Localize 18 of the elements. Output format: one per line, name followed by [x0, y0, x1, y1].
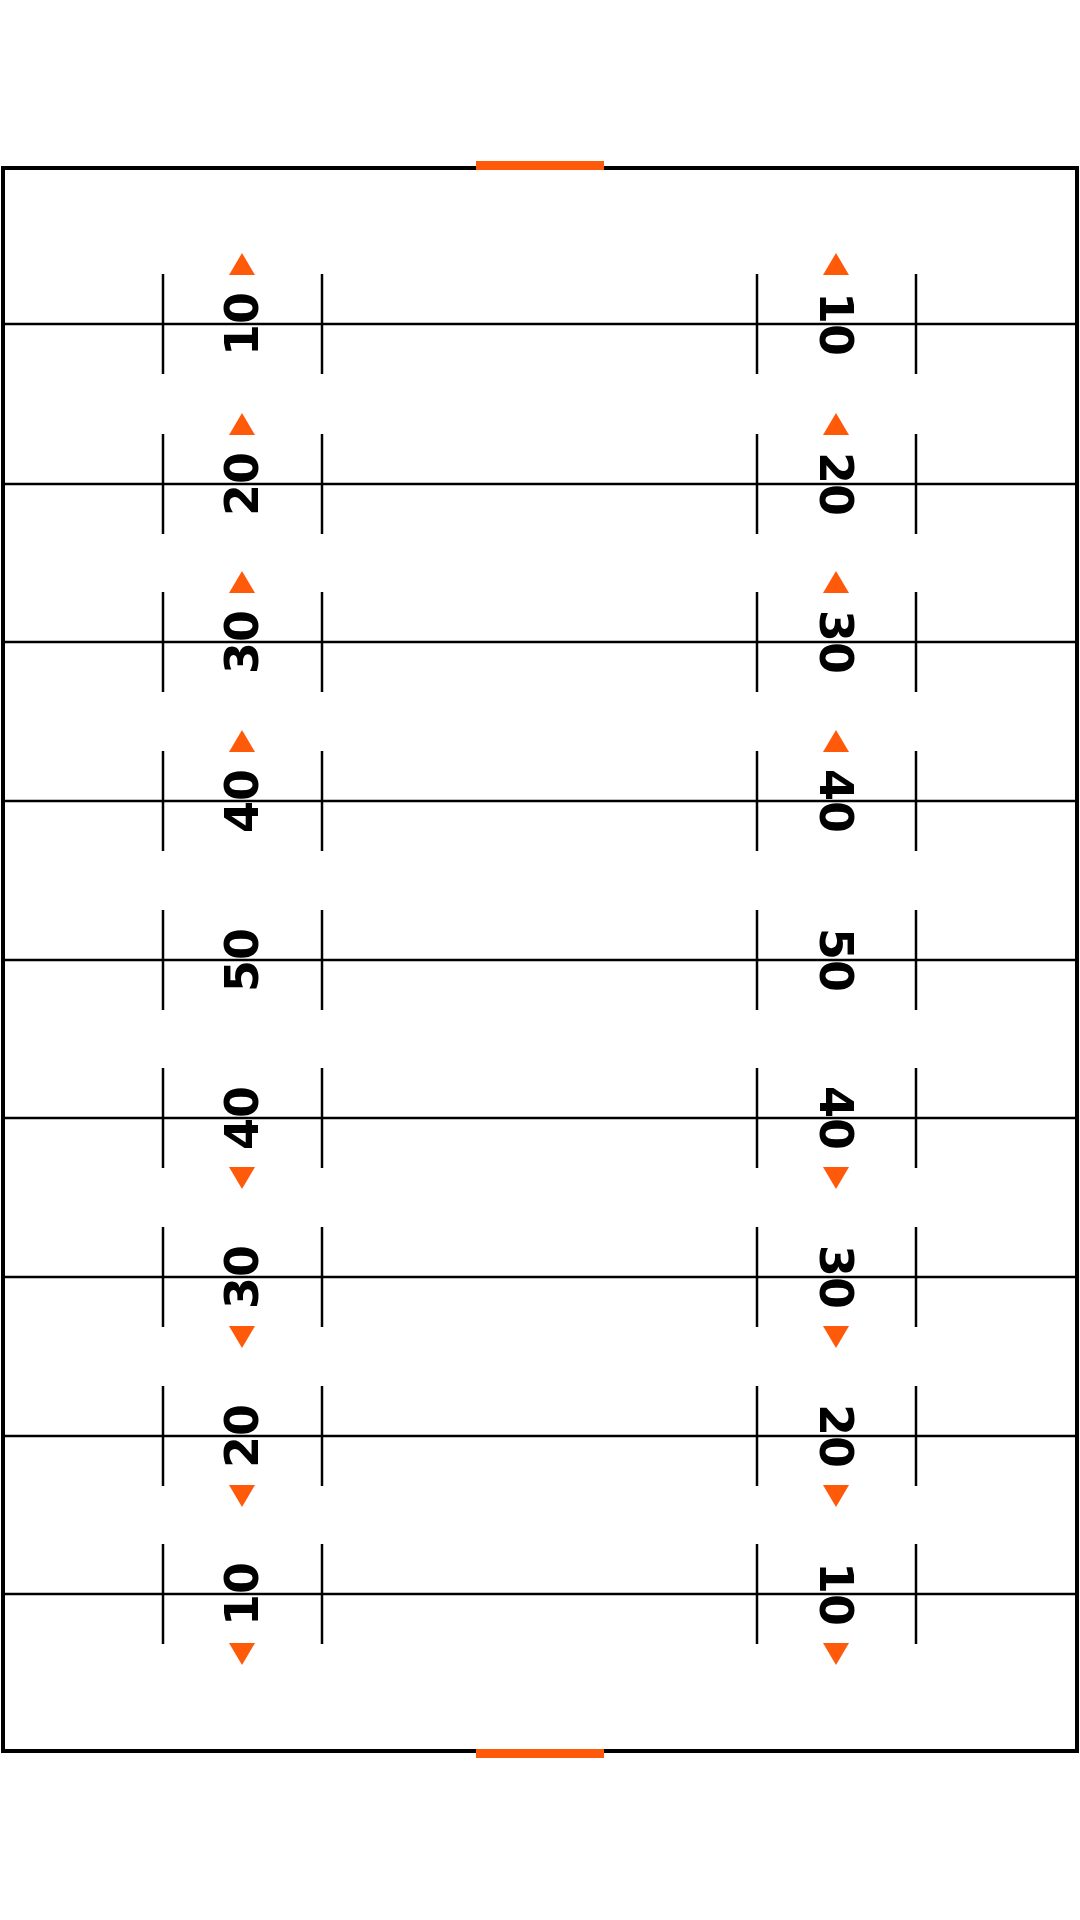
yard-number: 10	[813, 1562, 859, 1626]
yard-number: 10	[219, 292, 265, 356]
yard-number: 50	[219, 928, 265, 992]
yard-number: 30	[219, 610, 265, 674]
yard-number: 20	[813, 452, 859, 516]
yard-number: 30	[219, 1245, 265, 1309]
yard-number: 40	[813, 1086, 859, 1150]
yard-number: 30	[813, 610, 859, 674]
yard-number: 50	[813, 928, 859, 992]
yard-number: 10	[813, 292, 859, 356]
yard-number: 20	[219, 1404, 265, 1468]
yard-number: 30	[813, 1245, 859, 1309]
yard-number: 40	[219, 1086, 265, 1150]
yard-number: 20	[219, 452, 265, 516]
yard-number: 40	[813, 769, 859, 833]
yard-number: 20	[813, 1404, 859, 1468]
yard-number: 10	[219, 1562, 265, 1626]
yard-number: 40	[219, 769, 265, 833]
